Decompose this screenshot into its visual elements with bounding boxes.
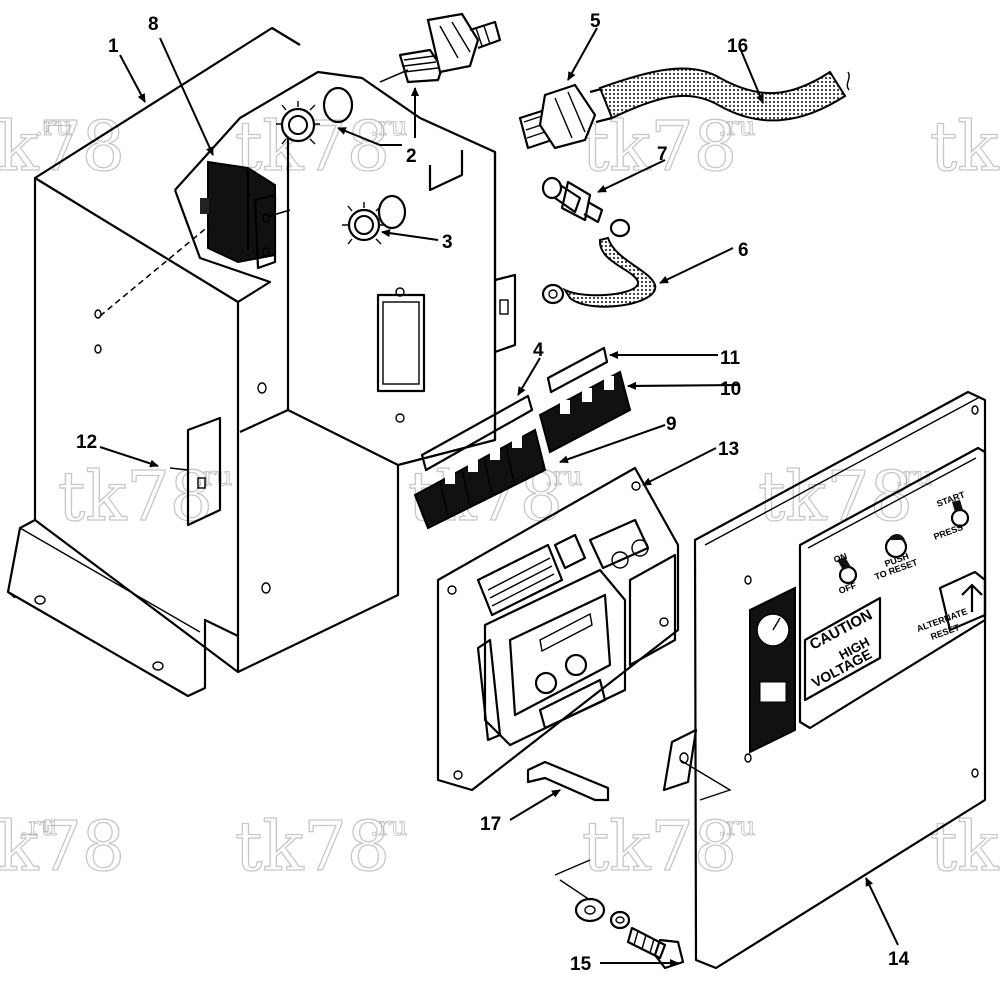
callout-9: 9 bbox=[666, 414, 677, 435]
locknut-2 bbox=[276, 101, 320, 145]
relay-component bbox=[200, 160, 277, 270]
callout-1: 1 bbox=[108, 36, 119, 57]
watermark: tk78.ru bbox=[0, 807, 126, 887]
callout-6: 6 bbox=[738, 240, 749, 261]
terminal-block-9 bbox=[413, 428, 547, 530]
enclosure-box bbox=[6, 26, 517, 698]
callout-13: 13 bbox=[718, 439, 739, 460]
callout-4: 4 bbox=[533, 340, 544, 361]
svg-text:tk78: tk78 bbox=[930, 108, 1000, 187]
mounting-guide-line bbox=[99, 224, 211, 317]
watermark-group: tk78.ru tk78.ru tk78.ru tk78 tk78.ru tk7… bbox=[0, 107, 1000, 887]
callout-17: 17 bbox=[480, 814, 501, 835]
flexible-conduit bbox=[598, 67, 850, 122]
leader-lines bbox=[99, 27, 899, 967]
alignment-line bbox=[679, 759, 732, 801]
ground-cable bbox=[541, 236, 657, 308]
svg-text:.ru: .ru bbox=[35, 112, 72, 142]
svg-text:.ru: .ru bbox=[718, 812, 755, 842]
callout-11: 11 bbox=[720, 348, 741, 369]
callout-16: 16 bbox=[727, 36, 748, 57]
watermark: tk78 bbox=[929, 107, 1000, 187]
callout-14: 14 bbox=[888, 949, 910, 970]
bracket bbox=[526, 760, 610, 802]
control-board bbox=[436, 466, 680, 792]
callout-15: 15 bbox=[570, 954, 592, 975]
svg-text:.ru: .ru bbox=[545, 462, 582, 492]
callout-7: 7 bbox=[657, 144, 668, 165]
terminal-stud bbox=[541, 176, 631, 238]
callout-8: 8 bbox=[148, 14, 159, 35]
svg-text:.ru: .ru bbox=[20, 812, 57, 842]
watermark: tk78.ru bbox=[234, 807, 408, 887]
marker-strip-4 bbox=[420, 394, 534, 472]
callout-labels: 1 2 3 4 5 6 7 8 9 10 11 12 13 14 15 16 1… bbox=[76, 11, 910, 975]
svg-text:tk78: tk78 bbox=[582, 808, 737, 887]
callout-12: 12 bbox=[76, 432, 97, 453]
callout-10: 10 bbox=[720, 379, 741, 400]
watermark: tk78.ru bbox=[581, 107, 756, 187]
svg-text:.ru: .ru bbox=[370, 112, 407, 142]
watermark: tk78.ru bbox=[0, 107, 126, 187]
callout-3: 3 bbox=[442, 232, 453, 253]
svg-text:tk78: tk78 bbox=[0, 108, 125, 187]
mounting-guide-line bbox=[269, 209, 291, 217]
terminal-block-10 bbox=[538, 370, 632, 454]
svg-text:tk78: tk78 bbox=[582, 108, 737, 187]
callout-2: 2 bbox=[406, 146, 417, 167]
marker-strip-11 bbox=[546, 346, 609, 394]
watermark: tk78.ru bbox=[581, 807, 756, 887]
press-label: PRESS bbox=[932, 522, 964, 542]
connector-fitting bbox=[379, 12, 502, 84]
locknut-3 bbox=[342, 202, 386, 245]
svg-text:.ru: .ru bbox=[370, 812, 407, 842]
watermark: tk78 bbox=[929, 807, 1000, 887]
front-door-panel bbox=[662, 390, 987, 970]
svg-text:tk78: tk78 bbox=[930, 808, 1000, 887]
watermark: tk78.ru bbox=[57, 457, 233, 537]
callout-5: 5 bbox=[590, 11, 601, 32]
svg-text:tk78: tk78 bbox=[235, 808, 390, 887]
svg-text:tk78: tk78 bbox=[0, 808, 125, 887]
on-label: ON bbox=[832, 551, 848, 565]
start-label: START bbox=[935, 489, 966, 509]
off-label: OFF bbox=[837, 580, 858, 596]
